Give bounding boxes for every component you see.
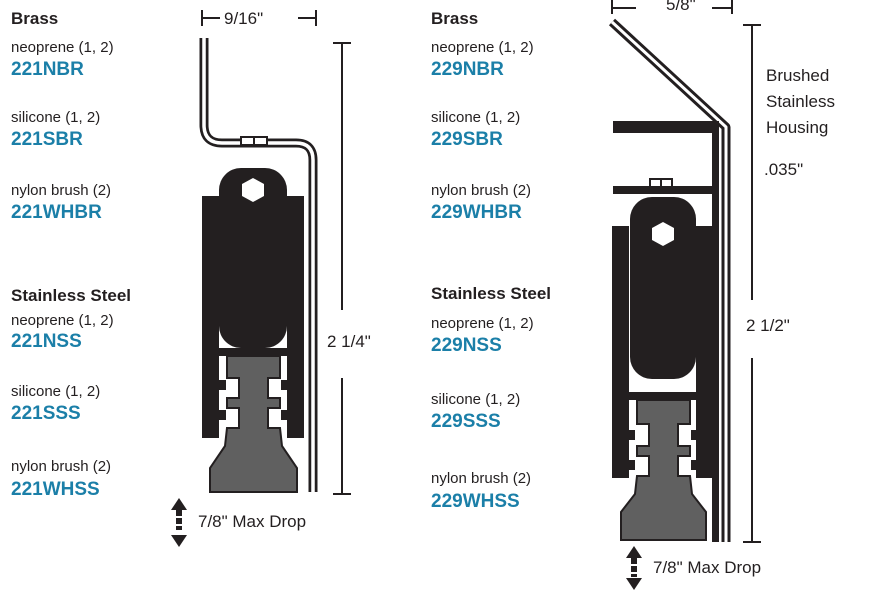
left-height-label: 2 1/4": [327, 332, 371, 351]
right-material-silicone-brass: silicone (1, 2): [431, 109, 521, 126]
left-material-silicone-ss: silicone (1, 2): [11, 383, 101, 400]
left-width-label: 9/16": [224, 9, 264, 28]
housing-label-line1: Brushed: [766, 66, 830, 85]
right-sweep-drawing: [608, 0, 761, 590]
left-drop-label: 7/8" Max Drop: [198, 512, 307, 531]
housing-label-line3: Housing: [766, 118, 829, 137]
left-sweep-drawing: [171, 10, 351, 547]
right-material-neoprene-ss: neoprene (1, 2): [431, 315, 534, 332]
left-material-neoprene-ss: neoprene (1, 2): [11, 312, 114, 329]
left-code-221SSS: 221SSS: [11, 403, 81, 424]
right-code-229WHBR: 229WHBR: [431, 202, 522, 223]
hex-nut-icon: [242, 178, 264, 202]
left-code-221NSS: 221NSS: [11, 331, 82, 352]
left-material-silicone-brass: silicone (1, 2): [11, 109, 101, 126]
right-material-nylon-brass: nylon brush (2): [431, 182, 532, 199]
right-width-label: 5/8": [666, 0, 696, 14]
left-code-221SBR: 221SBR: [11, 129, 83, 150]
thickness-label: .035": [764, 160, 804, 179]
right-code-229NBR: 229NBR: [431, 59, 504, 80]
left-material-nylon-ss: nylon brush (2): [11, 458, 112, 475]
right-drop-arrow-icon: [626, 546, 642, 590]
right-code-229SBR: 229SBR: [431, 129, 503, 150]
right-material-neoprene-brass: neoprene (1, 2): [431, 39, 534, 56]
right-code-229SSS: 229SSS: [431, 411, 501, 432]
right-height-label: 2 1/2": [746, 316, 790, 335]
right-code-229NSS: 229NSS: [431, 335, 502, 356]
left-code-221WHBR: 221WHBR: [11, 202, 102, 223]
left-heading-stainless: Stainless Steel: [11, 286, 132, 305]
right-heading-brass: Brass: [431, 9, 479, 28]
housing-label-line2: Stainless: [766, 92, 835, 111]
left-code-221WHSS: 221WHSS: [11, 479, 100, 500]
right-code-229WHSS: 229WHSS: [431, 491, 520, 512]
right-drop-label: 7/8" Max Drop: [653, 558, 762, 577]
hex-nut-icon: [652, 222, 674, 246]
left-material-nylon-brass: nylon brush (2): [11, 182, 112, 199]
right-material-silicone-ss: silicone (1, 2): [431, 391, 521, 408]
right-material-nylon-ss: nylon brush (2): [431, 470, 532, 487]
left-heading-brass: Brass: [11, 9, 59, 28]
left-material-neoprene-brass: neoprene (1, 2): [11, 39, 114, 56]
right-heading-stainless: Stainless Steel: [431, 284, 552, 303]
left-drop-arrow-icon: [171, 498, 187, 547]
left-code-221NBR: 221NBR: [11, 59, 84, 80]
